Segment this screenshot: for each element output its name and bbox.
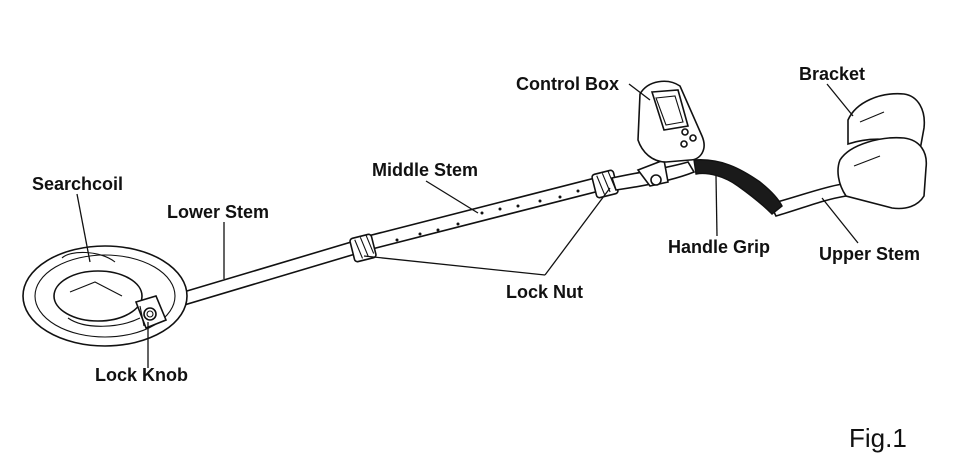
figure-label: Fig.1: [849, 423, 907, 453]
label-lower-stem: Lower Stem: [167, 202, 269, 222]
upper-stem: [768, 183, 848, 217]
leader-lines: [76, 83, 859, 368]
bracket: [837, 92, 928, 210]
middle-stem-holes: [395, 189, 580, 242]
lock-knob: [134, 295, 168, 330]
upper-body: [610, 158, 696, 191]
lock-nut-lower: [349, 233, 377, 263]
label-searchcoil: Searchcoil: [32, 174, 123, 194]
label-control-box: Control Box: [516, 74, 619, 94]
middle-stem: [358, 175, 609, 252]
label-lock-knob: Lock Knob: [95, 365, 188, 385]
label-upper-stem: Upper Stem: [819, 244, 920, 264]
searchcoil: [22, 245, 188, 347]
control-box: [637, 80, 705, 163]
label-bracket: Bracket: [799, 64, 865, 84]
label-middle-stem: Middle Stem: [372, 160, 478, 180]
label-lock-nut: Lock Nut: [506, 282, 583, 302]
label-handle-grip: Handle Grip: [668, 237, 770, 257]
handle-grip: [693, 159, 783, 215]
